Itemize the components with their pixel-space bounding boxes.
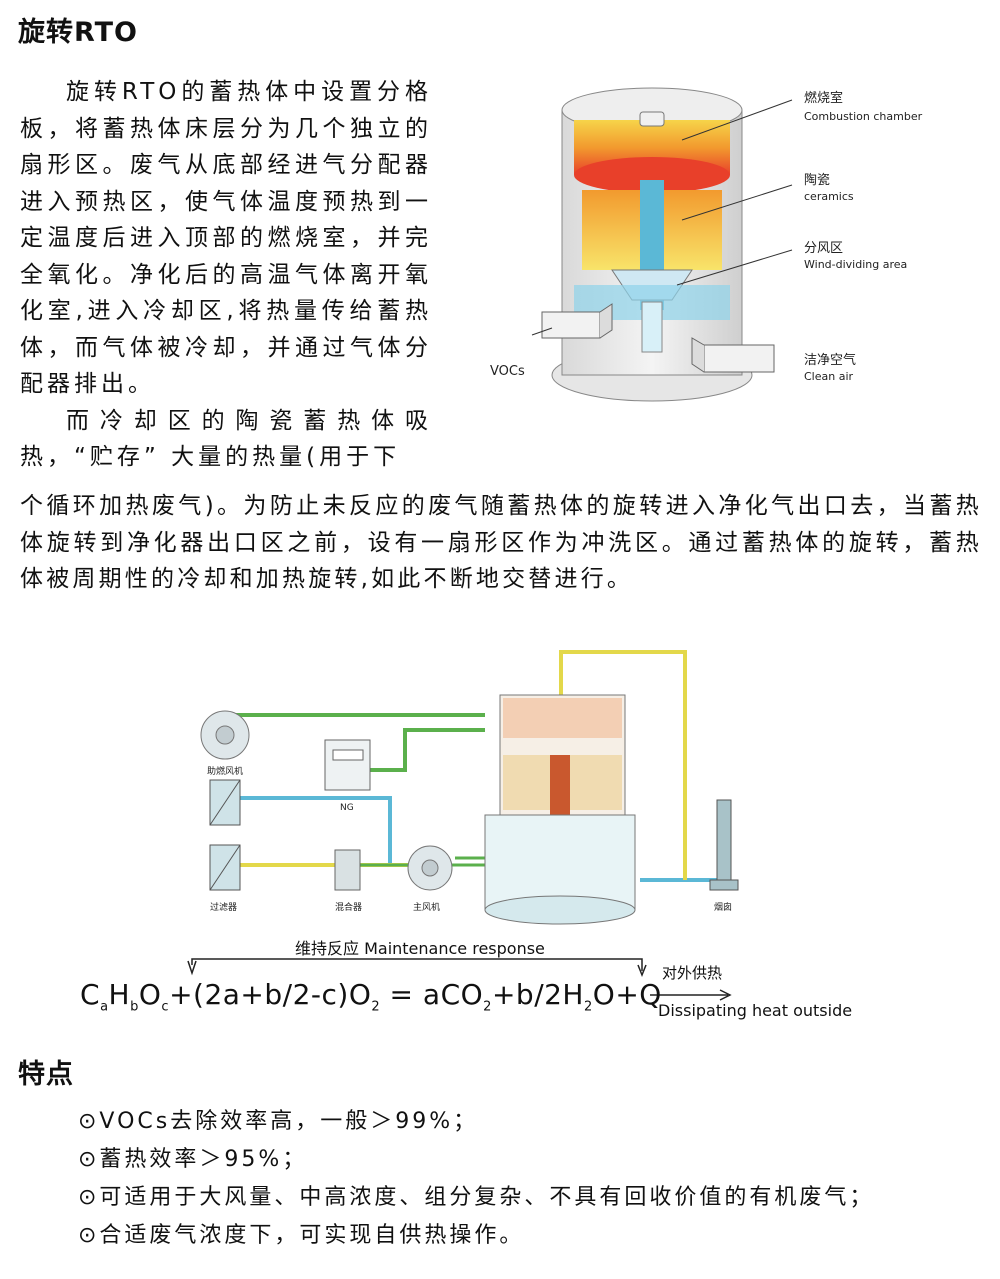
eq-formula: CaHbOc+(2a+b/2-c)O2 = aCO2+b/2H2O+Q bbox=[80, 978, 662, 1015]
features-title: 特点 bbox=[18, 1059, 74, 1090]
eq-top-label: 维持反应 Maintenance response bbox=[295, 939, 545, 958]
label-vocs: VOCs bbox=[490, 364, 525, 379]
intro-paragraph-1: 旋转RTO的蓄热体中设置分格板，将蓄热体床层分为几个独立的扇形区。废气从底部经进… bbox=[20, 79, 432, 397]
label-ceramics-cn: 陶瓷 bbox=[804, 172, 830, 188]
label-wind-en: Wind-dividing area bbox=[804, 258, 907, 271]
rto-cutaway-figure: 燃烧室 Combustion chamber 陶瓷 ceramics 分风区 W… bbox=[490, 87, 923, 402]
eq-right-label-cn: 对外供热 bbox=[662, 964, 723, 982]
reaction-equation: 维持反应 Maintenance response CaHbOc+(2a+b/2… bbox=[80, 935, 880, 1025]
label-main-fan: 主风机 bbox=[413, 901, 440, 913]
label-ng: NG bbox=[340, 803, 354, 813]
label-clean-en: Clean air bbox=[804, 370, 854, 383]
label-ceramics-en: ceramics bbox=[804, 190, 854, 203]
feature-item: ⊙可适用于大风量、中高浓度、组分复杂、不具有回收价值的有机废气； bbox=[78, 1185, 875, 1210]
features-list: ⊙VOCs去除效率高，一般＞99%； ⊙蓄热效率＞95%； ⊙可适用于大风量、中… bbox=[78, 1103, 874, 1255]
process-flow-figure: 助燃风机 NG 过滤器 混合器 主风机 烟囱 bbox=[200, 650, 739, 925]
label-filter: 过滤器 bbox=[210, 901, 237, 913]
eq-arrows bbox=[187, 958, 732, 1001]
label-wind-cn: 分风区 bbox=[804, 241, 843, 256]
label-mixer: 混合器 bbox=[335, 901, 362, 913]
label-fan: 助燃风机 bbox=[207, 765, 243, 777]
feature-item: ⊙合适废气浓度下，可实现自供热操作。 bbox=[78, 1223, 525, 1248]
page-title: 旋转RTO bbox=[18, 17, 138, 48]
feature-item: ⊙蓄热效率＞95%； bbox=[78, 1147, 308, 1172]
label-chimney: 烟囱 bbox=[714, 901, 732, 913]
feature-item: ⊙VOCs去除效率高，一般＞99%； bbox=[78, 1109, 479, 1134]
eq-right-label-en: Dissipating heat outside bbox=[658, 1001, 853, 1020]
intro-text: 旋转RTO的蓄热体中设置分格板，将蓄热体床层分为几个独立的扇形区。废气从底部经进… bbox=[20, 74, 432, 476]
continuation-text: 个循环加热废气)。为防止未反应的废气随蓄热体的旋转进入净化气出口去，当蓄热体旋转… bbox=[20, 493, 982, 592]
label-combustion-en: Combustion chamber bbox=[804, 110, 923, 123]
intro-paragraph-2: 而冷却区的陶瓷蓄热体吸热，“贮存” 大量的热量(用于下 bbox=[20, 407, 432, 471]
label-combustion-cn: 燃烧室 bbox=[804, 90, 843, 106]
label-clean-cn: 洁净空气 bbox=[804, 352, 856, 368]
